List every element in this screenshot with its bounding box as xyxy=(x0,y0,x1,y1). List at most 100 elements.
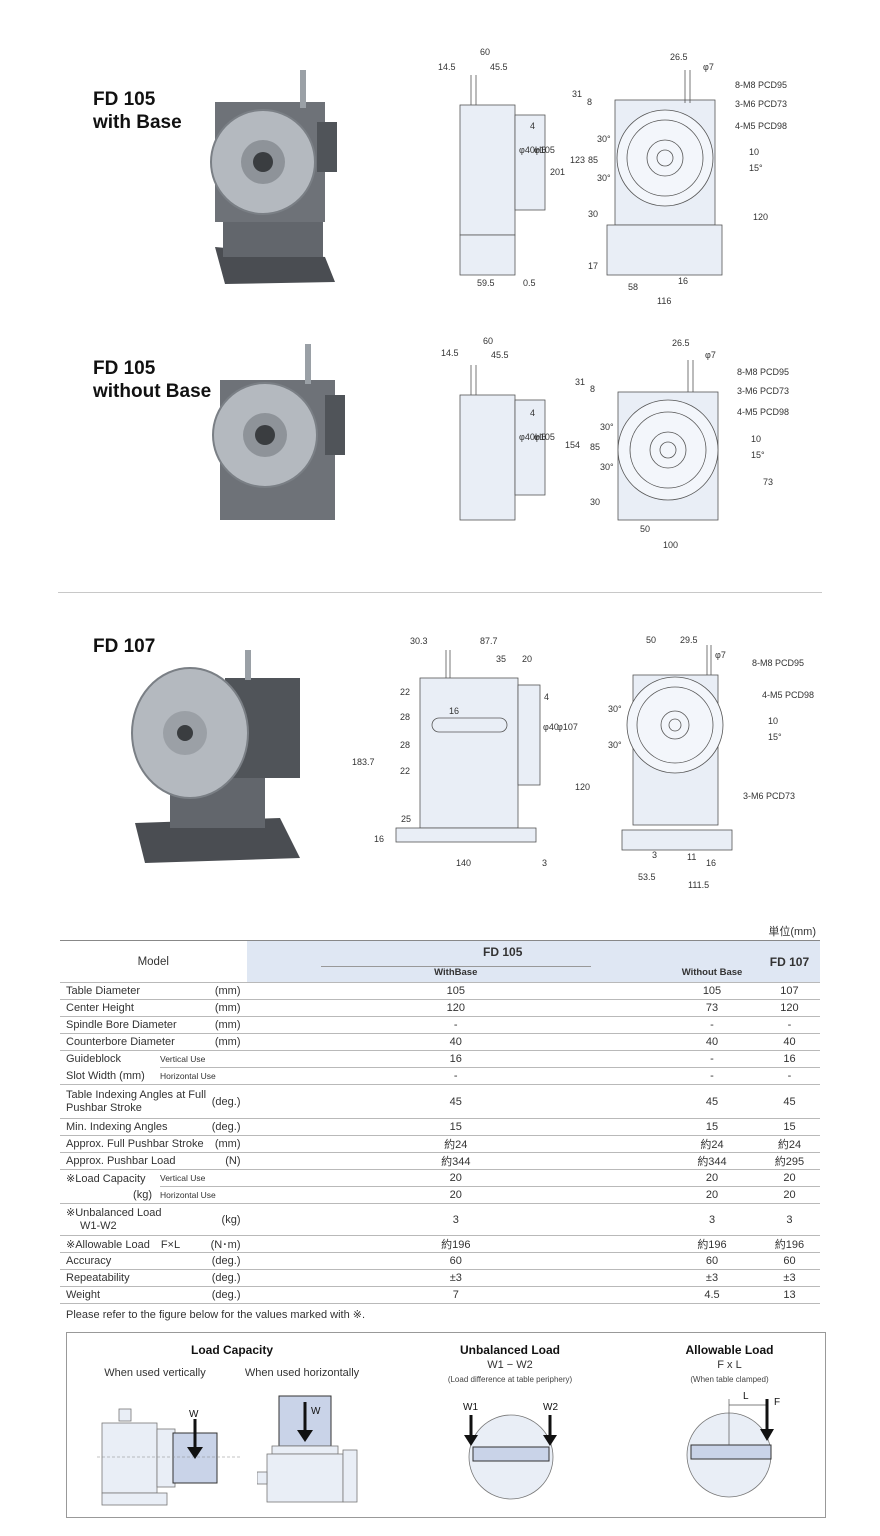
cell-value: - xyxy=(246,1067,666,1085)
cell-value: 約344 xyxy=(665,1152,759,1170)
dim-label: 31 xyxy=(572,89,582,99)
dim-label: 87.7 xyxy=(480,636,498,646)
dim-label: 4 xyxy=(530,121,535,131)
table-row: Approx. Pushbar Load (N) 約344 約344 約295 xyxy=(60,1152,820,1170)
cell-value: 20 xyxy=(665,1169,759,1187)
table-row: Spindle Bore Diameter (mm) - - - xyxy=(60,1016,820,1034)
horizontal-use-label: When used horizontally xyxy=(244,1367,360,1379)
horizontal-load-diagram: W xyxy=(257,1395,358,1503)
title-line: with Base xyxy=(93,112,182,133)
table-row: ※Load Capacity Vertical Use 20 20 20 xyxy=(60,1169,820,1187)
dim-label: 28 xyxy=(400,712,410,722)
table-row: Slot Width (mm) Horizontal Use - - - xyxy=(60,1067,820,1085)
title-line: FD 107 xyxy=(93,636,156,657)
cell-value: 約196 xyxy=(758,1235,820,1253)
callout-label: 4-M5 PCD98 xyxy=(737,407,789,417)
cell-value: 16 xyxy=(758,1050,820,1068)
row-unit: (mm) xyxy=(206,1135,247,1153)
dim-label: 60 xyxy=(483,336,493,346)
dim-label: φ40 xyxy=(543,722,559,732)
allowable-note: (When table clamped) xyxy=(690,1375,769,1384)
table-row: Accuracy (deg.) 60 60 60 xyxy=(60,1252,820,1270)
cell-value: 13 xyxy=(758,1286,820,1304)
cell-value: 7 xyxy=(246,1286,666,1304)
row-unit: (N) xyxy=(206,1152,247,1170)
dim-label: 3 xyxy=(652,850,657,860)
row-label: Min. Indexing Angles xyxy=(60,1118,207,1136)
dim-label: 30.3 xyxy=(410,636,428,646)
cell-value: 20 xyxy=(758,1169,820,1187)
row-label: Table Diameter xyxy=(60,982,207,1000)
technical-drawing-fd105-with-base: 60 14.5 45.5 26.5 φ7 8-M8 PCD95 3-M6 PCD… xyxy=(438,47,787,306)
cell-value: 15 xyxy=(665,1118,759,1136)
row-label: Approx. Pushbar Load xyxy=(60,1152,207,1170)
table-row: Guideblock Vertical Use 16 - 16 xyxy=(60,1050,820,1068)
table-row: Table Diameter (mm) 105 105 107 xyxy=(60,982,820,1000)
title-line: without Base xyxy=(93,381,212,402)
footnote: Please refer to the figure below for the… xyxy=(66,1309,366,1321)
table-row: Min. Indexing Angles (deg.) 15 15 15 xyxy=(60,1118,820,1136)
dim-label: 85 xyxy=(588,155,598,165)
dim-label: φ7 xyxy=(705,350,716,360)
row-label: Table Indexing Angles at Full Pushbar St… xyxy=(60,1084,207,1119)
cell-value: 105 xyxy=(246,982,666,1000)
f-label: F xyxy=(774,1397,780,1408)
cell-value: 20 xyxy=(665,1186,759,1204)
dim-label: 28 xyxy=(400,740,410,750)
dim-label: 73 xyxy=(763,477,773,487)
cell-value: 60 xyxy=(246,1252,666,1270)
spec-table: Model FD 105 FD 107 WithBase Without Bas… xyxy=(60,940,820,1304)
callout-label: 3-M6 PCD73 xyxy=(737,386,789,396)
dim-label: 16 xyxy=(374,834,384,844)
cell-value: 73 xyxy=(665,999,759,1017)
row-unit: (kg) xyxy=(206,1203,247,1236)
dim-label: φ40H6 xyxy=(519,432,546,442)
dim-label: φ107 xyxy=(557,722,578,732)
row-unit: (deg.) xyxy=(206,1084,247,1119)
dim-label: 116 xyxy=(657,296,671,306)
cell-value: 60 xyxy=(758,1252,820,1270)
dim-label: 111.5 xyxy=(688,880,709,890)
cell-value: 4.5 xyxy=(665,1286,759,1304)
cell-value: - xyxy=(665,1016,759,1034)
row-unit: (deg.) xyxy=(206,1269,247,1287)
dim-label: 16 xyxy=(678,276,688,286)
w-label: W xyxy=(311,1406,321,1417)
allowable-load-title: Allowable Load xyxy=(685,1343,774,1357)
cell-value: ±3 xyxy=(758,1269,820,1287)
callout-label: 4-M5 PCD98 xyxy=(735,121,787,131)
dim-label: 22 xyxy=(400,687,410,697)
dim-label: 15° xyxy=(768,732,782,742)
row-unit: (N･m) xyxy=(206,1235,247,1253)
dim-label: 30° xyxy=(608,740,622,750)
dim-label: 4 xyxy=(530,408,535,418)
header-with-base-text: WithBase xyxy=(434,967,478,979)
row-unit: (mm) xyxy=(206,1016,247,1034)
table-row: ※Unbalanced Load W1-W2 (kg) 3 3 3 xyxy=(60,1203,820,1236)
cell-value: 105 xyxy=(665,982,759,1000)
cell-value: - xyxy=(246,1016,666,1034)
dim-label: φ105 xyxy=(534,145,555,155)
dim-label: 8 xyxy=(587,97,592,107)
product-photo-fd107 xyxy=(131,650,300,863)
dim-label: 16 xyxy=(449,706,459,716)
dim-label: 20 xyxy=(522,654,532,664)
dim-label: 26.5 xyxy=(672,338,690,348)
row-sublabel: Vertical Use xyxy=(160,1050,247,1068)
dim-label: 10 xyxy=(751,434,761,444)
dim-label: 50 xyxy=(640,524,650,534)
row-label: (kg) xyxy=(60,1186,160,1204)
dim-label: 3 xyxy=(542,858,547,868)
cell-value: - xyxy=(665,1050,759,1068)
vertical-load-diagram: W xyxy=(97,1408,242,1506)
table-row: Repeatability (deg.) ±3 ±3 ±3 xyxy=(60,1269,820,1287)
product-photo-fd105-without-base xyxy=(212,344,345,520)
dim-label: 15° xyxy=(751,450,765,460)
dim-label: 45.5 xyxy=(491,350,509,360)
w-label: W xyxy=(189,1409,199,1420)
cell-value: 約196 xyxy=(246,1235,666,1253)
row-unit: (mm) xyxy=(206,1033,247,1051)
dim-label: 17 xyxy=(588,261,598,271)
technical-drawing-fd105-without-base: 60 14.5 45.5 26.5 φ7 8-M8 PCD95 3-M6 PCD… xyxy=(441,336,789,550)
dim-label: 183.7 xyxy=(352,757,375,767)
